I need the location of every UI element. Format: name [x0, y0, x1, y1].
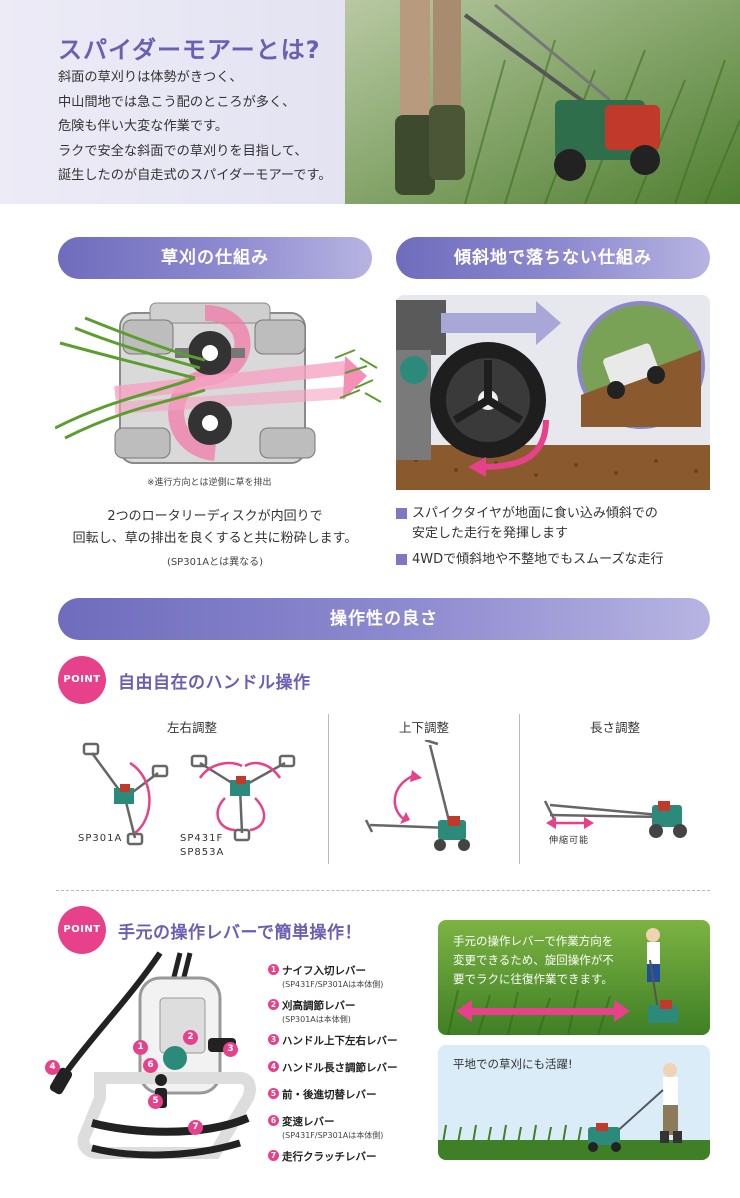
lever-number-badge: 4	[268, 1061, 279, 1072]
cutting-desc-line: 2つのロータリーディスクが内回りで	[107, 509, 323, 524]
slope-feature-list: スパイクタイヤが地面に食い込み傾斜での 安定した走行を発揮します 4WDで傾斜地…	[396, 504, 726, 576]
grass-icon	[55, 316, 206, 440]
cutting-desc-line: 回転し、草の排出を良くすると共に粉砕します。	[72, 531, 358, 546]
lever-note: (SP431F/SP301Aは本体側)	[282, 980, 384, 989]
slope-feature-item: 4WDで傾斜地や不整地でもスムーズな走行	[396, 550, 726, 570]
callout-7: 7	[188, 1120, 203, 1135]
up-down-adjust-diagram	[364, 740, 470, 851]
model-label: SP301A	[78, 833, 123, 844]
slope-feature-item: スパイクタイヤが地面に食い込み傾斜での 安定した走行を発揮します	[396, 504, 726, 544]
column-label-up-down: 上下調整	[398, 720, 449, 735]
hero-line: 中山間地では急こう配のところが多く、	[58, 94, 296, 110]
lever-number-badge: 5	[268, 1088, 279, 1099]
column-divider	[328, 714, 329, 864]
lever-note: (SP431F/SP301Aは本体側)	[282, 1131, 384, 1140]
callout-4: 4	[45, 1060, 60, 1075]
hero-line: 危険も伴い大変な作業です。	[58, 119, 229, 134]
lever-number-badge: 3	[268, 1034, 279, 1045]
column-label-length: 長さ調整	[589, 720, 640, 735]
cutting-note: ※進行方向とは逆側に草を排出	[147, 478, 272, 488]
info-panel-flat-ground: 平地での草刈にも活躍!	[438, 1045, 710, 1160]
lever-name: 刈高調節レバー	[282, 1000, 356, 1012]
section-heading-slope: 傾斜地で落ちない仕組み	[396, 237, 710, 279]
lever-number-badge: 6	[268, 1115, 279, 1126]
panel-line: 手元の操作レバーで作業方向を	[453, 934, 614, 948]
lever-number-badge: 7	[268, 1150, 279, 1161]
lever-note: (SP301Aは本体側)	[282, 1015, 351, 1024]
hero-description: 斜面の草刈りは体勢がきつく、 中山間地では急こう配のところが多く、 危険も伴い大…	[58, 66, 332, 189]
hero-line: 斜面の草刈りは体勢がきつく、	[58, 70, 243, 85]
slope-feature-line: スパイクタイヤが地面に食い込み傾斜での	[412, 506, 658, 521]
bullet-square-icon	[396, 508, 407, 519]
hero-title: スパイダーモアーとは?	[58, 36, 321, 64]
lever-item: 1 ナイフ入切レバー (SP431F/SP301Aは本体側)	[268, 963, 438, 990]
cutting-mechanism-diagram	[55, 302, 382, 464]
point-badge: POINT	[58, 656, 106, 704]
flat-ground-illustration	[438, 1045, 710, 1160]
cut-grass-icon	[334, 349, 382, 403]
lever-item: 6 変速レバー (SP431F/SP301Aは本体側)	[268, 1114, 438, 1141]
lever-name: ナイフ入切レバー	[282, 965, 366, 977]
lever-number-badge: 2	[268, 999, 279, 1010]
length-adjust-diagram	[543, 800, 687, 838]
slope-mechanism-diagram	[396, 295, 710, 490]
slope-feature-line: 安定した走行を発揮します	[412, 526, 569, 541]
hero-line: ラクで安全な斜面での草刈りを目指して、	[58, 143, 308, 159]
lever-item: 5 前・後進切替レバー	[268, 1087, 438, 1102]
point1-title: 自由自在のハンドル操作	[118, 673, 311, 693]
hero-line: 誕生したのが自走式のスパイダーモアーです。	[58, 168, 332, 183]
hero-banner: スパイダーモアーとは? 斜面の草刈りは体勢がきつく、 中山間地では急こう配のとこ…	[0, 0, 740, 204]
arrow-icon	[441, 301, 561, 345]
slope-feature-line: 4WDで傾斜地や不整地でもスムーズな走行	[412, 552, 664, 567]
point2-title: 手元の操作レバーで簡単操作！	[118, 923, 362, 943]
callout-2: 2	[183, 1030, 198, 1045]
lever-number-badge: 1	[268, 964, 279, 975]
lever-name: 前・後進切替レバー	[282, 1089, 377, 1101]
panel-text: 平地での草刈にも活躍!	[453, 1057, 573, 1071]
slope-work-illustration	[438, 920, 710, 1035]
lever-name: ハンドル上下左右レバー	[282, 1035, 398, 1047]
point-badge: POINT	[58, 906, 106, 954]
callout-6: 6	[143, 1058, 158, 1073]
section-heading-cutting: 草刈の仕組み	[58, 237, 372, 279]
control-handle-illustration	[49, 951, 256, 1159]
panel-line: 変更できるため、旋回操作が不	[453, 953, 614, 967]
callout-5: 5	[148, 1094, 163, 1109]
callout-1: 1	[133, 1040, 148, 1055]
worker-icon	[646, 928, 660, 982]
callout-3: 3	[223, 1042, 238, 1057]
length-label: 伸縮可能	[549, 836, 590, 846]
hero-photo-mower-on-slope	[345, 0, 740, 204]
lever-name: ハンドル長さ調節レバー	[282, 1062, 398, 1074]
lever-item: 2 刈高調節レバー (SP301Aは本体側)	[268, 998, 438, 1025]
lever-name: 変速レバー	[282, 1116, 335, 1128]
lever-list: 1 ナイフ入切レバー (SP431F/SP301Aは本体側) 2 刈高調節レバー…	[268, 963, 438, 1172]
section-divider	[56, 890, 710, 891]
left-right-adjust-diagram	[82, 742, 296, 846]
lever-icon	[49, 951, 256, 1159]
cutting-model-note: (SP301Aとは異なる)	[166, 557, 264, 568]
panel-line: 要でラクに往復作業できます。	[453, 972, 613, 986]
lever-name: 走行クラッチレバー	[282, 1151, 377, 1163]
bullet-square-icon	[396, 554, 407, 565]
mower-icon	[648, 1000, 678, 1023]
section-heading-operability: 操作性の良さ	[58, 598, 710, 640]
column-label-left-right: 左右調整	[166, 720, 217, 735]
lever-item: 3 ハンドル上下左右レバー	[268, 1033, 438, 1048]
lever-item: 4 ハンドル長さ調節レバー	[268, 1060, 438, 1075]
model-label: SP853A	[180, 847, 225, 858]
cutting-description: 2つのロータリーディスクが内回りで 回転し、草の排出を良くすると共に粉砕します。	[58, 506, 372, 550]
model-label: SP431F	[180, 833, 224, 844]
column-divider	[519, 714, 520, 864]
lever-item: 7 走行クラッチレバー	[268, 1149, 438, 1164]
info-panel-slope-work: 手元の操作レバーで作業方向を 変更できるため、旋回操作が不 要でラクに往復作業で…	[438, 920, 710, 1035]
panel-text: 手元の操作レバーで作業方向を 変更できるため、旋回操作が不 要でラクに往復作業で…	[453, 932, 614, 989]
